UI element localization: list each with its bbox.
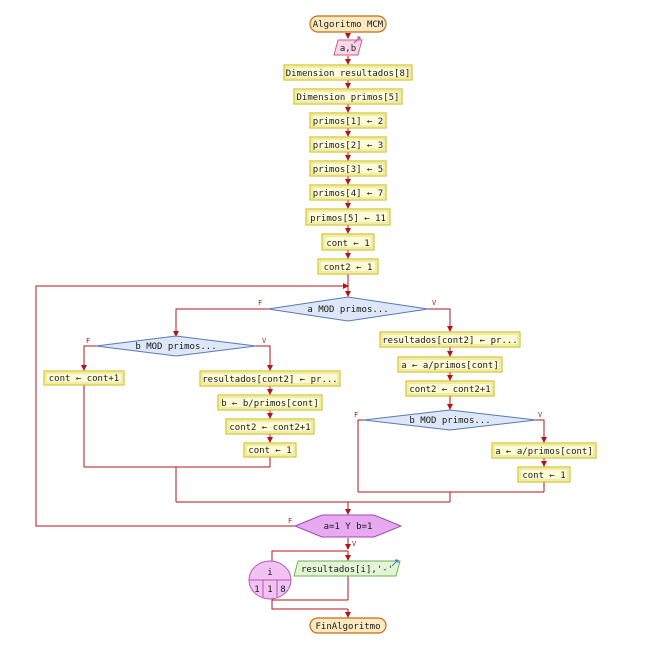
process-label: a ← a/primos[cont] [401,361,499,371]
for-loop-end: 8 [280,585,285,595]
for-loop-node[interactable]: i 1 1 8 [248,560,292,600]
decision-label: b MOD primos... [409,416,490,426]
branch-true-label: V [432,299,437,307]
process-primos-5[interactable]: primos[5] ← 11 [305,208,391,226]
branch-false-label: F [86,337,90,345]
decision-b-mod-right[interactable]: b MOD primos... [363,409,537,431]
decision-a-mod[interactable]: a MOD primos... [267,296,429,322]
process-label: cont2 ← cont2+1 [229,423,310,433]
read-input-node[interactable]: a,b [333,36,363,56]
branch-labels: F V F V F V F V [86,299,543,548]
process-label: cont2 ← cont2+1 [409,385,490,395]
branch-true-label: V [538,411,543,419]
process-primos-3[interactable]: primos[3] ← 5 [309,160,387,177]
for-loop-start: 1 [254,585,259,595]
process-dim-primos[interactable]: Dimension primos[5] [293,88,403,105]
branch-false-label: F [258,299,262,307]
process-left-cont-reset[interactable]: cont ← 1 [243,442,297,458]
branch-false-label: F [354,411,358,419]
branch-true-label: V [262,337,267,345]
read-input-label: a,b [340,44,356,54]
branch-false-label: F [288,517,292,525]
process-label: cont ← 1 [522,471,565,481]
process-label: Dimension primos[5] [297,93,400,103]
process-primos-4[interactable]: primos[4] ← 7 [309,184,387,201]
process-dim-resultados[interactable]: Dimension resultados[8] [283,64,413,81]
process-right-cont-reset[interactable]: cont ← 1 [517,466,571,483]
process-right-cont2-inc[interactable]: cont2 ← cont2+1 [405,380,495,397]
flow-lines [35,33,547,618]
process-right-resultados[interactable]: resultados[cont2] ← pr... [379,331,521,348]
process-left-cont-inc[interactable]: cont ← cont+1 [43,370,125,386]
process-left-cont2-inc[interactable]: cont2 ← cont2+1 [225,418,315,435]
process-label: a ← a/primos[cont] [495,447,593,457]
process-primos-2[interactable]: primos[2] ← 3 [309,136,387,153]
process-label: primos[1] ← 2 [313,117,383,127]
process-left-resultados[interactable]: resultados[cont2] ← pr... [199,370,341,387]
process-label: primos[2] ← 3 [313,141,383,151]
process-label: cont ← 1 [248,446,291,456]
process-label: resultados[cont2] ← pr... [382,336,517,346]
process-label: primos[3] ← 5 [313,165,383,175]
process-label: Dimension resultados[8] [286,69,411,79]
output-node[interactable]: resultados[i],'-' [293,559,401,577]
process-primos-1[interactable]: primos[1] ← 2 [309,112,387,129]
process-label: cont ← 1 [326,239,369,249]
process-right-a-div2[interactable]: a ← a/primos[cont] [491,442,597,459]
decision-label: b MOD primos... [135,342,216,352]
process-label: cont ← cont+1 [49,374,119,384]
process-right-a-div[interactable]: a ← a/primos[cont] [397,356,503,373]
end-terminal[interactable]: FinAlgoritmo [309,617,387,634]
branch-true-label: V [352,540,357,548]
for-loop-step: 1 [267,585,272,595]
output-label: resultados[i],'-' [301,565,393,575]
decision-loop-condition[interactable]: a=1 Y b=1 [293,514,403,538]
start-terminal[interactable]: Algoritmo MCM [309,15,387,33]
process-label: primos[5] ← 11 [310,214,386,224]
end-terminal-label: FinAlgoritmo [315,622,380,632]
decision-b-mod-left[interactable]: b MOD primos... [95,335,257,357]
decision-label: a=1 Y b=1 [324,522,373,532]
start-terminal-label: Algoritmo MCM [313,20,384,30]
process-label: primos[4] ← 7 [313,189,383,199]
process-cont2-init[interactable]: cont2 ← 1 [317,258,379,275]
decision-label: a MOD primos... [307,305,388,315]
process-cont-init[interactable]: cont ← 1 [321,233,375,251]
process-label: resultados[cont2] ← pr... [202,375,337,385]
process-left-b-div[interactable]: b ← b/primos[cont] [217,394,323,411]
process-label: b ← b/primos[cont] [221,399,319,409]
for-loop-var: i [267,568,272,578]
process-label: cont2 ← 1 [324,263,373,273]
